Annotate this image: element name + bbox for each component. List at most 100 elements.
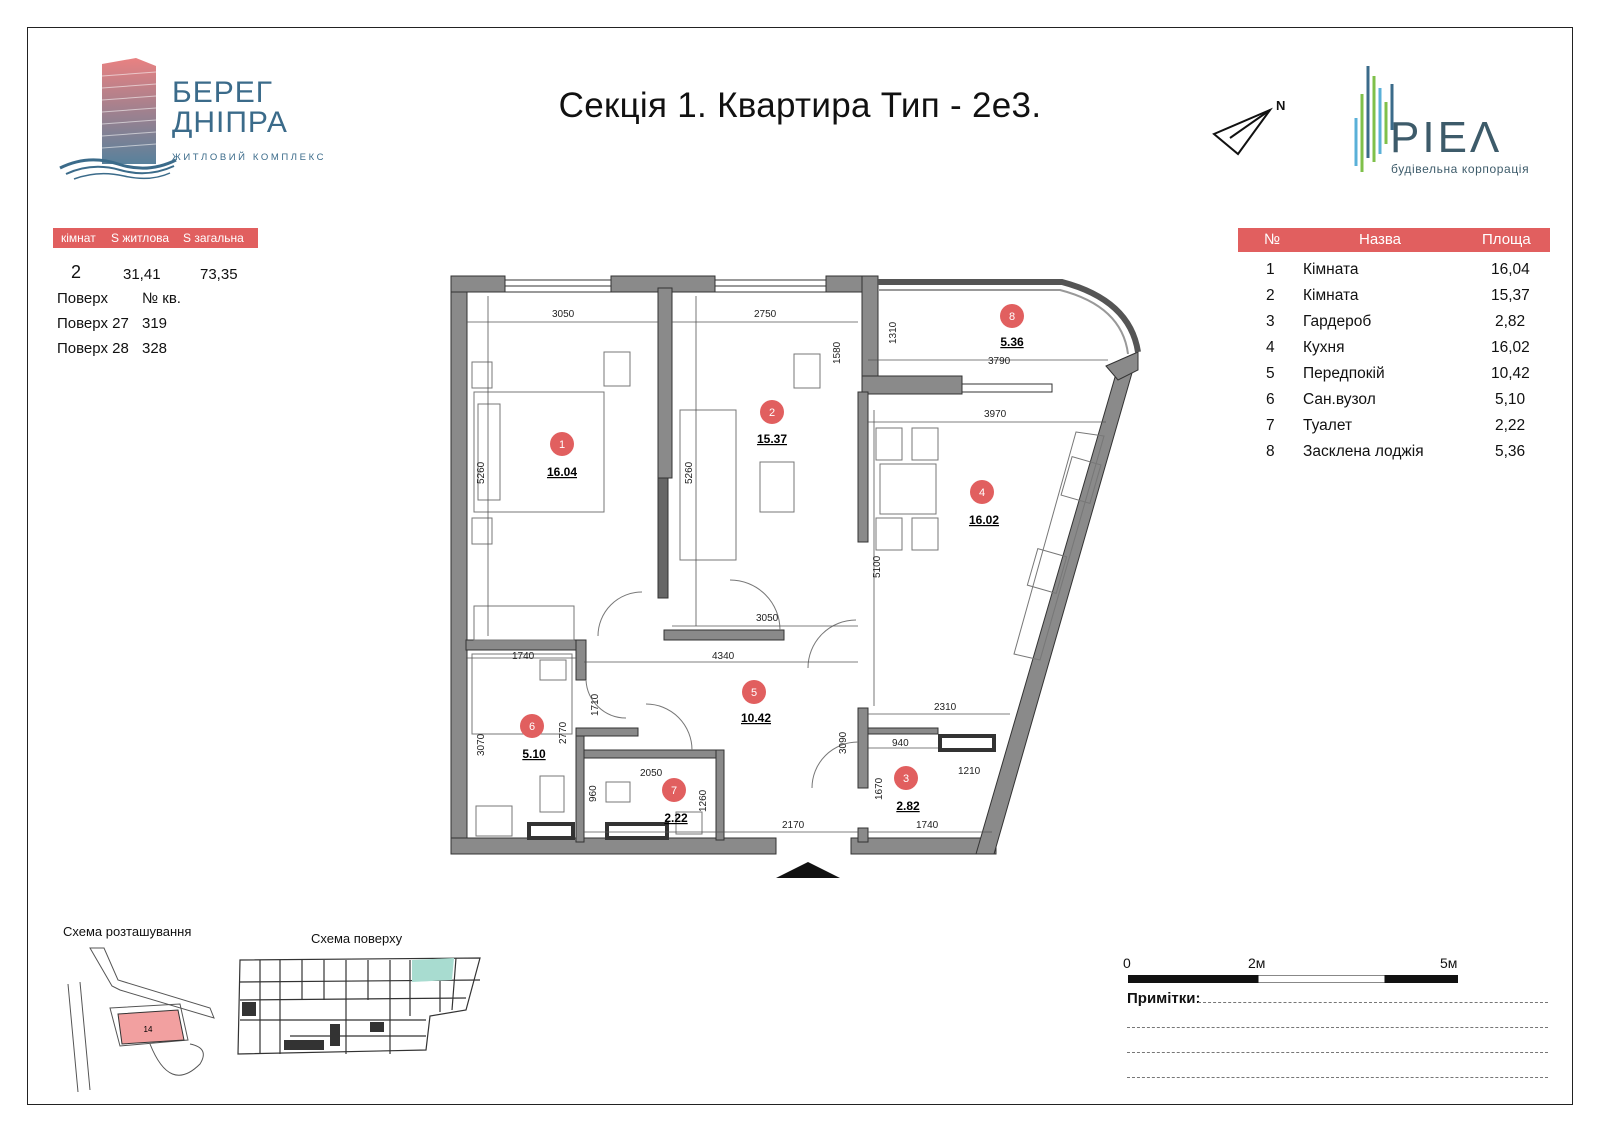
legend-row-number: 6	[1266, 391, 1275, 408]
scale-label-5m: 5м	[1440, 955, 1458, 971]
legend-row-name: Засклена лоджія	[1303, 443, 1424, 460]
floor-row-apt: 328	[142, 340, 168, 357]
sheet-frame	[27, 27, 1573, 1105]
summary-header-total: S загальна	[183, 231, 244, 245]
summary-header-living: S житлова	[111, 231, 170, 245]
room-area-label: 16.04	[547, 465, 577, 479]
legend-row-area: 15,37	[1491, 287, 1530, 304]
legend-row-name: Передпокій	[1303, 365, 1385, 382]
svg-text:2: 2	[769, 407, 775, 419]
floor-row-floor: Поверх 27	[57, 315, 129, 332]
svg-text:5: 5	[751, 687, 757, 699]
building-number: 14	[144, 1025, 153, 1034]
legend-row-area: 16,04	[1491, 261, 1530, 278]
legend-row-number: 5	[1266, 365, 1275, 382]
svg-text:4: 4	[979, 487, 985, 499]
room-marker-3: 3 2.82	[894, 766, 920, 813]
legend-header-number: №	[1264, 231, 1281, 248]
dimension-label: 940	[892, 738, 909, 749]
legend-row-area: 10,42	[1491, 365, 1530, 382]
notes-line	[1198, 1002, 1548, 1004]
riel-tagline: будівельна корпорація	[1391, 162, 1530, 176]
dimension-label: 3050	[552, 309, 575, 320]
compass-north-icon	[1210, 96, 1285, 161]
room-marker-7: 7 2.22	[662, 778, 688, 825]
location-scheme-map: 14	[60, 944, 220, 1094]
svg-text:1: 1	[559, 439, 565, 451]
legend-row-name: Туалет	[1303, 417, 1353, 434]
floor-row-apt: 319	[142, 315, 168, 332]
compass-label: N	[1276, 98, 1286, 113]
location-scheme-title: Схема розташування	[63, 924, 192, 939]
svg-text:7: 7	[671, 785, 677, 797]
dimension-label: 2310	[934, 702, 957, 713]
legend-row-area: 16,02	[1491, 339, 1530, 356]
room-marker-8: 8 5.36	[1000, 304, 1024, 349]
summary-living-value: 31,41	[123, 266, 161, 283]
floor-row-floor: Поверх 28	[57, 340, 129, 357]
legend-row-name: Кімната	[1303, 261, 1359, 278]
room-marker-5: 5 10.42	[741, 680, 771, 725]
legend-row-number: 3	[1266, 313, 1275, 330]
legend-row-name: Кухня	[1303, 339, 1345, 356]
legend-row-area: 2,22	[1495, 417, 1526, 434]
notes-label: Примітки:	[1127, 990, 1201, 1007]
legend-row-area: 5,36	[1495, 443, 1526, 460]
dimension-label: 1740	[512, 651, 535, 662]
scale-label-2m: 2м	[1248, 955, 1266, 971]
summary-total-value: 73,35	[200, 266, 238, 283]
room-area-label: 2.22	[664, 811, 688, 825]
dimension-label: 5260	[684, 461, 695, 484]
riel-wordmark: PIEΛ	[1390, 113, 1503, 162]
legend-header: № Назва Площа	[1238, 228, 1550, 252]
room-marker-6: 6 5.10	[520, 714, 546, 761]
svg-text:3: 3	[903, 773, 909, 785]
scale-bar	[1128, 970, 1458, 984]
dimension-label: 1710	[590, 693, 601, 716]
svg-text:6: 6	[529, 721, 535, 733]
dimension-label: 2750	[754, 309, 777, 320]
room-area-label: 15.37	[757, 432, 787, 446]
legend-row: 1 Кімната 16,04	[1238, 258, 1550, 284]
dimension-label: 3090	[838, 731, 849, 754]
dimension-label: 3790	[988, 356, 1011, 367]
dimension-label: 5100	[872, 555, 883, 578]
dimension-label: 960	[588, 785, 599, 802]
legend-row-name: Кімната	[1303, 287, 1359, 304]
apt-header: № кв.	[142, 290, 181, 307]
legend-row: 5 Передпокій 10,42	[1238, 362, 1550, 388]
legend-row-name: Гардероб	[1303, 313, 1372, 330]
scale-label-0: 0	[1123, 955, 1131, 971]
legend-row-number: 8	[1266, 443, 1275, 460]
floor-header: Поверх	[57, 290, 108, 307]
legend-header-area: Площа	[1482, 231, 1531, 248]
dimension-label: 5260	[476, 461, 487, 484]
dimension-label: 2050	[640, 768, 663, 779]
dimension-label: 2170	[782, 820, 805, 831]
notes-line	[1127, 1077, 1548, 1079]
room-area-label: 10.42	[741, 711, 771, 725]
dimension-label: 3070	[476, 733, 487, 756]
beregdnipra-logo	[58, 56, 178, 181]
dimension-label: 1260	[698, 789, 709, 812]
legend-header-name: Назва	[1359, 231, 1402, 248]
riel-logo-mark	[1352, 62, 1397, 174]
summary-header-rooms: кімнат	[61, 231, 96, 245]
room-marker-2: 2 15.37	[757, 400, 787, 446]
svg-text:8: 8	[1009, 311, 1015, 323]
floor-scheme-map	[230, 950, 485, 1058]
dimension-label: 1310	[888, 321, 899, 344]
room-marker-4: 4 16.02	[969, 480, 999, 527]
dimension-label: 3970	[984, 409, 1007, 420]
legend-row-number: 7	[1266, 417, 1275, 434]
legend-row-number: 1	[1266, 261, 1275, 278]
summary-header: кімнат S житлова S загальна	[53, 228, 258, 248]
summary-rooms-value: 2	[71, 262, 82, 282]
